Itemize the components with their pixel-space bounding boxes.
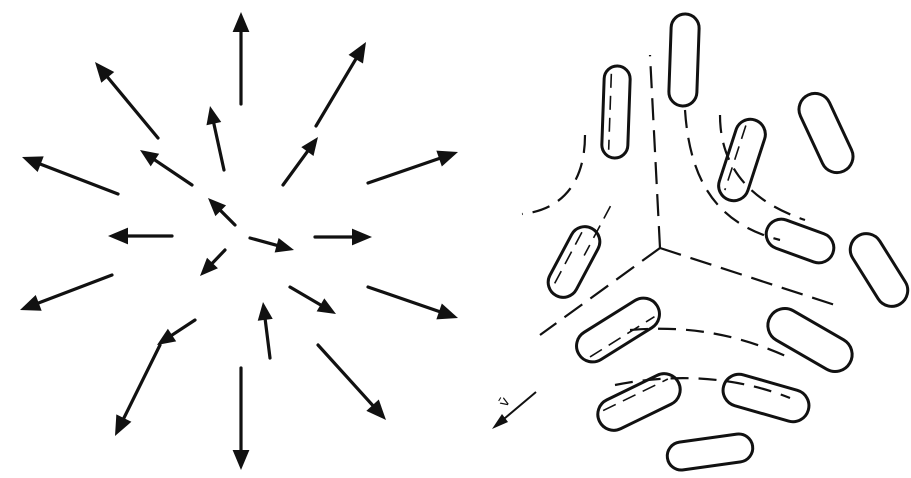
arrow-inner-2	[283, 137, 318, 185]
arrow-inner-9-shaft	[211, 250, 225, 264]
flow-lines	[522, 110, 805, 398]
arrow-outer-left-upper-head	[22, 156, 44, 172]
arrow-outer-right	[315, 229, 372, 246]
arrow-outer-down-right	[318, 345, 386, 420]
arrow-inner-3	[290, 287, 336, 314]
arrow-inner-9	[200, 250, 225, 276]
cell-12	[665, 432, 754, 472]
arrow-outer-right-upper-head	[436, 151, 458, 167]
velocity-indicator: v̄	[492, 392, 536, 429]
arrow-inner-6-head	[140, 150, 159, 166]
arrow-outer-down-head	[233, 450, 250, 470]
arrow-outer-right-upper-shaft	[368, 158, 441, 183]
bacteria-aster-diagram: v̄	[492, 14, 911, 472]
arrow-outer-left-upper-shaft	[39, 163, 118, 194]
flow-line-upper-right	[720, 115, 805, 220]
cell-8	[571, 292, 666, 368]
defect-core-lines	[540, 55, 835, 335]
arrow-outer-up-right-head	[349, 42, 366, 63]
radial-vector-field	[20, 12, 458, 470]
arrow-inner-8-head	[275, 238, 294, 253]
arrow-outer-left-lower	[20, 275, 112, 311]
arrow-inner-4-shaft	[265, 318, 270, 358]
cell-1	[668, 14, 699, 107]
arrow-outer-up-left-shaft	[106, 76, 158, 138]
arrow-inner-5-head	[157, 329, 176, 345]
arrow-inner-6	[140, 150, 192, 185]
arrow-outer-right-lower-shaft	[368, 287, 441, 312]
arrow-inner-4	[258, 302, 273, 358]
arrow-inner-6-shaft	[153, 159, 192, 185]
arrow-outer-up-head	[233, 12, 250, 32]
cell-7	[844, 228, 911, 313]
arrow-inner-1-head	[206, 106, 221, 125]
arrow-outer-up-right	[316, 42, 366, 126]
arrow-inner-2-shaft	[283, 150, 309, 185]
cell-9	[762, 302, 859, 377]
arrow-outer-left-head	[108, 228, 128, 245]
bacteria-cells	[543, 14, 911, 472]
arrow-inner-3-shaft	[290, 287, 322, 306]
cell-2	[601, 66, 630, 159]
arrow-outer-up	[233, 12, 250, 104]
flow-line-lower-mid	[630, 329, 790, 358]
arrow-outer-left-upper	[22, 156, 118, 194]
arrow-inner-1-shaft	[213, 122, 224, 170]
arrow-outer-left	[108, 228, 172, 245]
arrow-outer-left-lower-head	[20, 295, 42, 311]
arrow-outer-right-head	[352, 229, 372, 246]
arrow-outer-down-right-shaft	[318, 345, 374, 407]
flow-line-upper-left	[522, 135, 585, 214]
velocity-arrow-head	[492, 414, 508, 429]
arrow-outer-right-lower-head	[436, 304, 458, 320]
arrow-inner-7-shaft	[219, 209, 235, 225]
arrow-inner-8	[250, 238, 294, 253]
arrow-outer-up-left	[95, 62, 158, 138]
cell-11	[719, 370, 812, 425]
arrow-inner-5	[157, 320, 195, 345]
arrow-inner-2-head	[301, 137, 318, 156]
velocity-label: v̄	[496, 395, 514, 411]
arrow-outer-down-left	[115, 345, 160, 436]
cell-4	[794, 88, 859, 178]
arrow-inner-7	[208, 198, 235, 225]
arrow-outer-down-left-shaft	[123, 345, 160, 420]
arrow-outer-up-right-shaft	[316, 57, 357, 126]
fault-line-up	[650, 55, 660, 248]
arrow-inner-1	[206, 106, 224, 170]
arrow-inner-5-shaft	[170, 320, 195, 336]
arrow-inner-4-head	[258, 302, 273, 321]
arrow-outer-right-lower	[368, 287, 458, 319]
cell-6	[762, 215, 838, 267]
arrow-outer-right-upper	[368, 151, 458, 183]
fault-line-right	[660, 248, 835, 305]
arrow-inner-8-shaft	[250, 238, 279, 246]
arrow-outer-down	[233, 368, 250, 470]
cell-3	[715, 115, 769, 204]
arrow-outer-left-lower-shaft	[37, 275, 112, 304]
